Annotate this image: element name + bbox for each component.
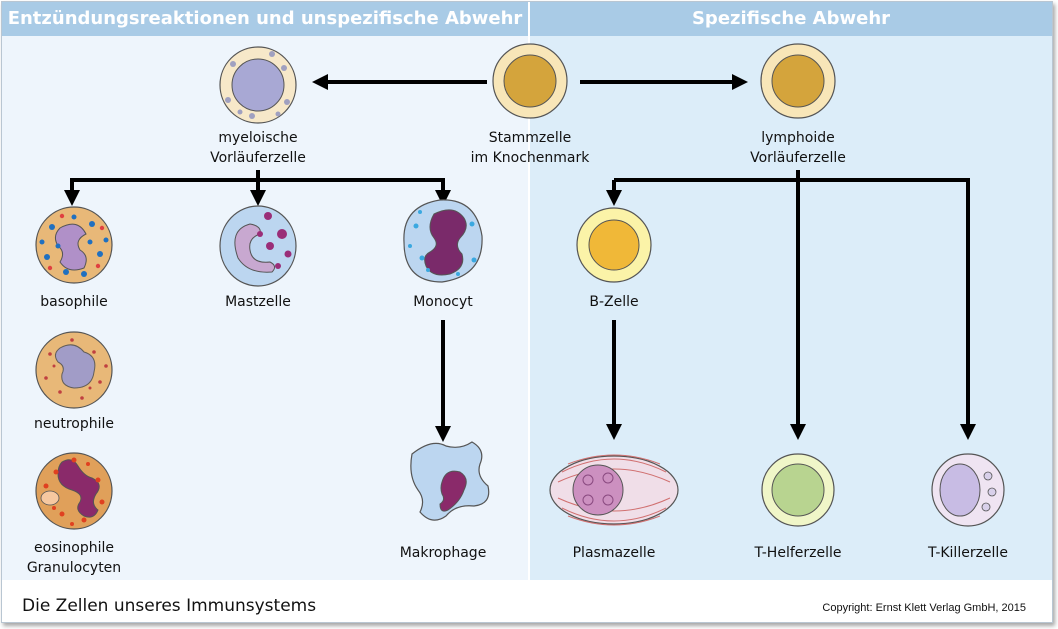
tkiller-icon [931,453,1005,527]
basophile-icon [35,206,113,284]
neutrophile-label: neutrophile [33,416,114,432]
plasmazelle-icon [549,454,679,526]
footer-copyright: Copyright: Ernst Klett Verlag GmbH, 2015 [822,602,1026,614]
panel-divider [528,2,530,580]
myeloid-label-line2: Vorläuferzelle [210,150,306,166]
myeloid-progenitor-icon [219,46,297,124]
arrows [64,74,976,442]
footer [2,580,1052,622]
stem-label: Stammzelle im Knochenmark [450,128,610,168]
header-right-title: Spezifische Abwehr [691,8,891,29]
eosinophile-label-line2: Granulocyten [26,560,122,576]
header-left: Entzündungsreaktionen und unspezifische … [2,2,528,36]
stem-label-line2: im Knochenmark [470,150,590,166]
lymphoid-label: lymphoide Vorläuferzelle [738,128,858,168]
header-left-title: Entzündungsreaktionen und unspezifische … [7,8,523,29]
mastzelle-label: Mastzelle [225,294,291,310]
monocyt-icon [403,199,483,283]
eosinophile-label: eosinophile Granulocyten [14,538,134,578]
myeloid-label: myeloische Vorläuferzelle [198,128,318,168]
myeloid-label-line1: myeloische [218,130,298,146]
stem-label-line1: Stammzelle [488,130,572,146]
lymphoid-progenitor-icon [760,43,836,119]
thelfer-icon [761,453,835,527]
basophile-label: basophile [40,294,108,310]
monocyt-label: Monocyt [413,294,473,310]
mastzelle-icon [219,205,297,287]
eosinophile-label-line1: eosinophile [34,540,114,556]
tkiller-label: T-Killerzelle [928,545,1008,561]
plasmazelle-label: Plasmazelle [572,545,656,561]
lymphoid-label-line2: Vorläuferzelle [750,150,846,166]
thelfer-label: T-Helferzelle [754,545,842,561]
footer-title: Die Zellen unseres Immunsystems [22,596,317,616]
header-right: Spezifische Abwehr [530,2,1052,36]
eosinophile-icon [35,452,113,530]
stem-cell-icon [492,43,568,119]
neutrophile-icon [35,331,113,409]
lymphoid-label-line1: lymphoide [761,130,835,146]
cell-diagram [35,43,1005,530]
bzelle-icon [576,207,652,283]
bzelle-label: B-Zelle [589,294,639,310]
makrophage-label: Makrophage [399,545,487,561]
makrophage-icon [410,441,490,521]
